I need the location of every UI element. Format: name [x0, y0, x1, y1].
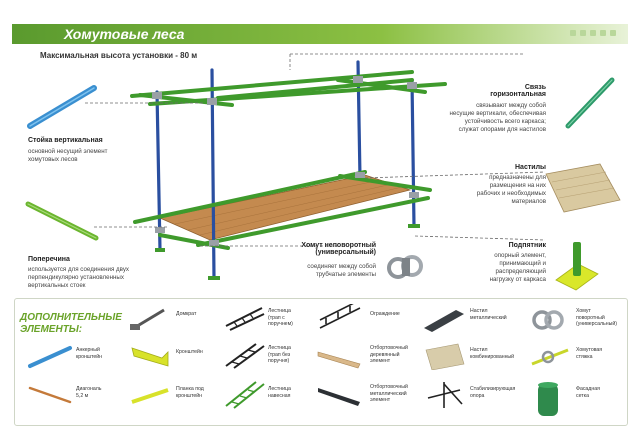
bracket-image: [131, 347, 169, 367]
decking-image: [545, 163, 621, 213]
vertical-stand-text: основной несущий элемент хомутовых лесов: [28, 148, 108, 163]
diagonal-image: [28, 386, 72, 404]
clamp-tie-image: [531, 348, 569, 366]
jack-image: [130, 308, 165, 330]
bracket-plank-image: [131, 388, 169, 404]
decor-dot: [610, 30, 616, 36]
decor-dot: [590, 30, 596, 36]
decor-dot: [600, 30, 606, 36]
horizontal-link-title: Связь горизонтальная: [490, 84, 546, 98]
scaffold-illustration: [85, 53, 546, 280]
decking-text: предназначены для размещения на них рабо…: [476, 174, 546, 205]
decor-dot: [570, 30, 576, 36]
base-jack-title: Подпятник: [508, 242, 546, 249]
vertical-stand-image: [27, 85, 97, 129]
base-jack-image: [555, 242, 599, 291]
page-title: Хомутовые леса: [64, 26, 185, 42]
header-bar: [12, 24, 628, 44]
fixed-clamp-title: Хомут неповоротный (универсальный): [301, 242, 376, 256]
page-subtitle: Максимальная высота установки - 80 м: [40, 51, 198, 60]
metal-deck-image: [424, 310, 464, 332]
extras-heading: ДОПОЛНИТЕЛЬНЫЕ ЭЛЕМЕНТЫ:: [20, 312, 122, 335]
fixed-clamp-image: [387, 255, 423, 279]
extras-item-label: Кронштейн: [176, 349, 203, 355]
crossbar-text: используется для соединения двух перпенд…: [28, 266, 130, 289]
facade-net-image: [538, 382, 558, 416]
hanging-ladder-image: [225, 381, 265, 409]
metal-toe-board-image: [318, 388, 360, 406]
ladder-with-rail-image: [225, 307, 265, 331]
wood-toe-board-image: [317, 351, 361, 369]
guardrail-image: [319, 304, 361, 329]
horizontal-link-text: связывают между собой несущие вертикали,…: [449, 102, 546, 133]
decor-dot: [580, 30, 586, 36]
horizontal-link-image: [565, 77, 615, 129]
decking-title: Настилы: [515, 164, 546, 171]
extras-item-label: Домкрат: [176, 311, 197, 317]
fixed-clamp-text: соединяет между собой трубчатые элементы: [307, 263, 376, 278]
anchor-bracket-image: [28, 346, 72, 368]
swivel-clamp-image: [532, 310, 564, 330]
crossbar-image: [25, 201, 99, 241]
combined-deck-image: [425, 343, 465, 370]
vertical-stand-title: Стойка вертикальная: [28, 137, 103, 144]
stabilizer-image: [427, 382, 463, 408]
crossbar-title: Поперечина: [28, 256, 70, 263]
ladder-no-rail-image: [225, 343, 265, 369]
extras-item-label: Ограждение: [370, 311, 400, 317]
base-jack-text: опорный элемент, принимающий и распредел…: [489, 252, 546, 283]
